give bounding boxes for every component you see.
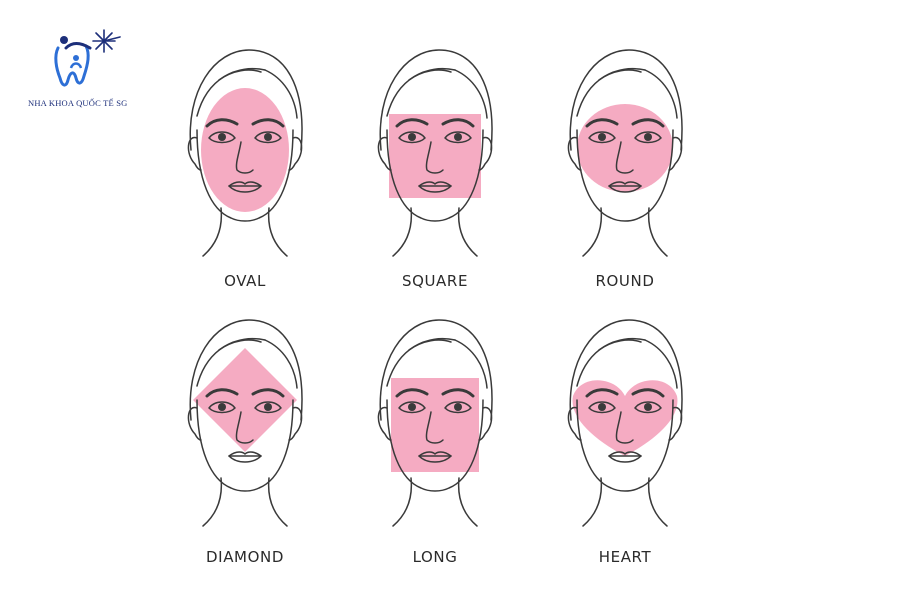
face-diamond: DIAMOND (145, 300, 345, 590)
brand-name: NHA KHOA QUỐC TẾ SG (28, 98, 128, 108)
diamond-highlight (193, 348, 297, 452)
face-label-diamond: DIAMOND (206, 548, 284, 566)
oval-highlight (201, 88, 289, 212)
face-illustration-round (567, 49, 683, 257)
face-round: ROUND (525, 30, 725, 320)
round-highlight (577, 104, 673, 192)
face-illustration-diamond (187, 319, 303, 527)
face-label-oval: OVAL (224, 272, 266, 290)
face-illustration-square (377, 49, 493, 257)
face-illustration-oval (187, 49, 303, 257)
face-label-round: ROUND (595, 272, 655, 290)
face-label-long: LONG (412, 548, 458, 566)
face-label-heart: HEART (598, 548, 652, 566)
face-heart: HEART (525, 300, 725, 590)
face-illustration-heart (567, 319, 683, 527)
face-square: SQUARE (335, 30, 535, 320)
face-illustration-long (377, 319, 493, 527)
face-oval: OVAL (145, 30, 345, 320)
heart-highlight (572, 380, 678, 456)
brand-logo: NHA KHOA QUỐC TẾ SG (28, 26, 148, 116)
face-long: LONG (335, 300, 535, 590)
face-label-square: SQUARE (401, 272, 469, 290)
tooth-family-star-icon (54, 29, 121, 87)
